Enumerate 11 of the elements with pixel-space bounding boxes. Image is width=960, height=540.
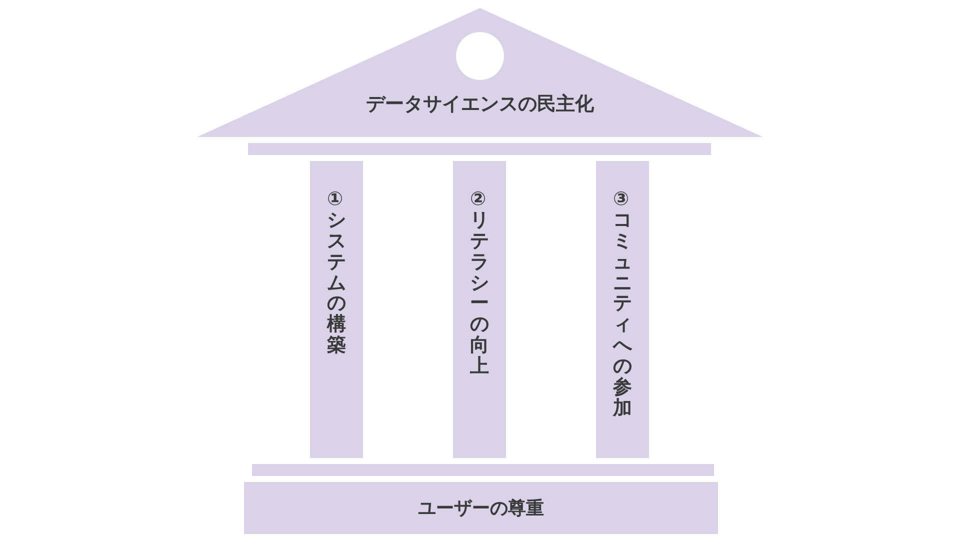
foundation-block (244, 482, 718, 534)
pillar-label: ②リテラシーの向上 (470, 189, 489, 380)
pillar (310, 161, 363, 458)
roof-title: データサイエンスの民主化 (366, 92, 594, 117)
foundation-label: ユーザーの尊重 (418, 496, 544, 520)
pillar (453, 161, 506, 458)
beam-bar (252, 464, 714, 476)
pillar-label: ①システムの構築 (327, 189, 346, 358)
beam-bar (248, 143, 711, 155)
pillar-label: ③コミュニティへの参加 (613, 189, 632, 421)
pillar (596, 161, 649, 458)
